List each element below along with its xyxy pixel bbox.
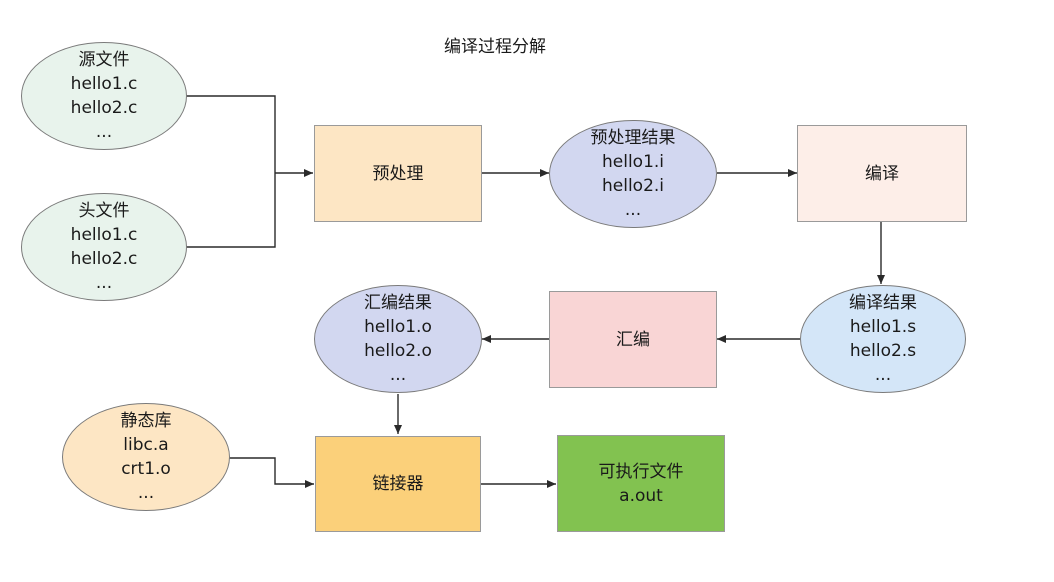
assemble-result-file-1: hello1.o	[364, 317, 432, 337]
source-files-label: 源文件	[78, 50, 130, 70]
assemble-result-file-2: hello2.o	[364, 341, 432, 361]
assemble-result-ellipse: 汇编结果 hello1.o hello2.o ...	[314, 285, 482, 393]
assemble-box: 汇编	[549, 291, 717, 388]
compile-result-label: 编译结果	[849, 293, 917, 313]
preprocess-box: 预处理	[314, 125, 482, 222]
preprocess-result-ellipse: 预处理结果 hello1.i hello2.i ...	[549, 120, 717, 228]
preprocess-result-more: ...	[624, 200, 642, 220]
assemble-result-more: ...	[389, 365, 407, 385]
source-files-ellipse: 源文件 hello1.c hello2.c ...	[21, 42, 187, 150]
static-lib-label: 静态库	[120, 411, 172, 431]
source-file-more: ...	[95, 122, 113, 142]
executable-label: 可执行文件	[598, 461, 684, 482]
static-lib-more: ...	[137, 483, 155, 503]
executable-file: a.out	[619, 485, 663, 506]
header-file-1: hello1.c	[70, 225, 138, 245]
linker-box: 链接器	[315, 436, 481, 532]
assemble-label: 汇编	[616, 329, 650, 350]
source-file-2: hello2.c	[70, 98, 138, 118]
edge-staticlib-to-linker	[229, 457, 314, 488]
static-lib-file-2: crt1.o	[121, 459, 171, 479]
static-lib-file-1: libc.a	[123, 435, 169, 455]
header-files-ellipse: 头文件 hello1.c hello2.c ...	[21, 193, 187, 301]
preprocess-result-label: 预处理结果	[590, 128, 676, 148]
static-lib-ellipse: 静态库 libc.a crt1.o ...	[62, 403, 230, 511]
diagram-title: 编译过程分解	[444, 37, 546, 57]
edge-header-to-preprocess	[186, 173, 276, 248]
source-file-1: hello1.c	[70, 74, 138, 94]
assemble-result-label: 汇编结果	[364, 293, 432, 313]
preprocess-label: 预处理	[372, 163, 424, 184]
compile-box: 编译	[797, 125, 967, 222]
compile-result-ellipse: 编译结果 hello1.s hello2.s ...	[800, 285, 966, 393]
compile-label: 编译	[865, 163, 899, 184]
header-file-more: ...	[95, 273, 113, 293]
preprocess-result-file-2: hello2.i	[601, 176, 665, 196]
header-files-label: 头文件	[78, 201, 130, 221]
header-file-2: hello2.c	[70, 249, 138, 269]
executable-box: 可执行文件 a.out	[557, 435, 725, 532]
linker-label: 链接器	[372, 474, 424, 494]
edge-source-to-preprocess	[186, 95, 276, 173]
preprocess-result-file-1: hello1.i	[601, 152, 665, 172]
compile-result-file-2: hello2.s	[849, 341, 917, 361]
compile-result-file-1: hello1.s	[849, 317, 917, 337]
compile-result-more: ...	[874, 365, 892, 385]
